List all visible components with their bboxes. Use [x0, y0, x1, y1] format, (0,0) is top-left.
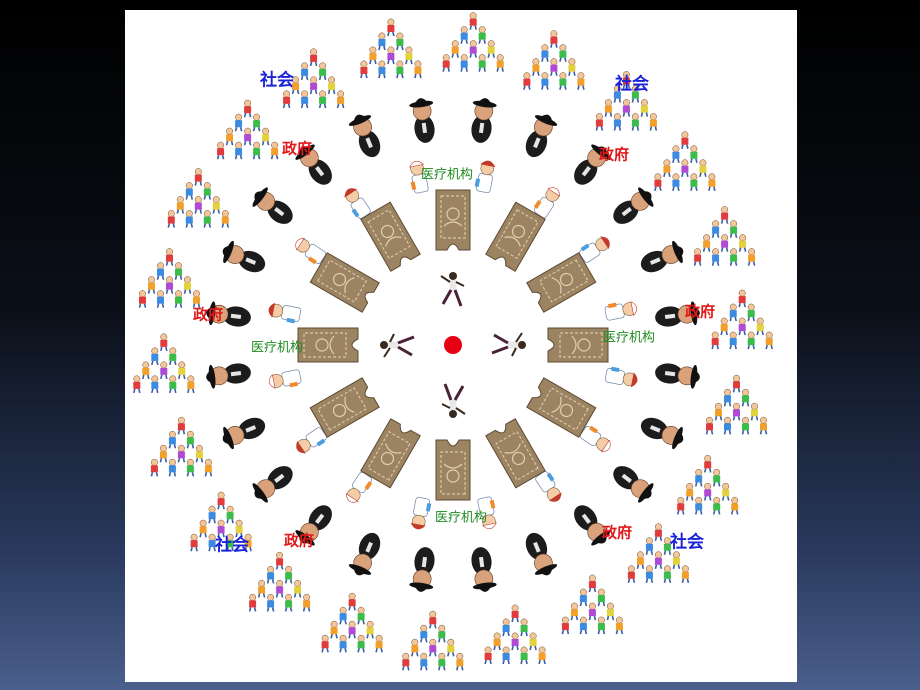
carved-tablet-icon [526, 377, 597, 438]
carved-tablet-icon [435, 189, 471, 251]
official-figure-icon [574, 144, 611, 185]
official-figure-icon [471, 98, 497, 143]
label-society-bottom-left: 社会 [215, 535, 249, 556]
people-pyramid-icon [321, 592, 383, 653]
carved-tablet-icon [297, 327, 359, 363]
official-figure-icon [409, 98, 435, 143]
official-figure-icon [471, 547, 497, 592]
medical-worker-icon [409, 160, 429, 194]
official-figure-icon [613, 187, 654, 224]
carved-tablet-icon [435, 439, 471, 501]
medical-worker-icon [579, 236, 610, 263]
people-pyramid-icon [484, 604, 546, 665]
label-government-4: 政府 [684, 302, 716, 321]
people-pyramid-icon [282, 48, 345, 109]
official-figure-icon [252, 466, 293, 503]
official-figure-icon [295, 505, 332, 546]
people-pyramid-icon [711, 289, 773, 350]
concentric-diagram [133, 12, 773, 671]
carved-tablet-icon [485, 201, 546, 272]
official-figure-icon [640, 417, 684, 450]
medical-worker-icon [268, 369, 302, 389]
label-government-5: 政府 [283, 531, 315, 550]
carved-tablet-icon [526, 252, 597, 313]
medical-worker-icon [604, 301, 638, 321]
medical-worker-icon [579, 425, 611, 453]
medical-worker-icon [344, 188, 371, 219]
label-society-top-right: 社会 [615, 74, 649, 95]
people-pyramid-icon [676, 454, 739, 515]
people-pyramid-icon [167, 168, 230, 228]
medical-worker-icon [533, 187, 561, 219]
medical-worker-icon [345, 471, 373, 503]
dancer-icon [441, 383, 466, 418]
official-figure-icon [525, 532, 558, 576]
label-society-top-left: 社会 [260, 70, 294, 91]
carved-tablet-icon [360, 201, 421, 272]
center-dot [444, 336, 462, 354]
official-figure-icon [409, 547, 435, 592]
official-figure-icon [252, 187, 293, 224]
people-pyramid-icon [693, 206, 756, 266]
medical-worker-icon [535, 471, 562, 502]
label-medical-bottom: 医疗机构 [434, 510, 488, 526]
official-figure-icon [613, 466, 654, 503]
people-pyramid-icon [216, 99, 279, 160]
label-government-3: 政府 [192, 305, 224, 324]
people-pyramid-icon [523, 30, 585, 90]
dancer-icon [380, 333, 415, 358]
medical-worker-icon [295, 237, 327, 265]
people-pyramid-icon [561, 574, 624, 635]
people-pyramid-icon [402, 610, 464, 671]
people-pyramid-icon [150, 416, 213, 477]
diagram-slide: 社会 社会 社会 社会 政府 政府 政府 政府 政府 政府 医疗机构 医疗机构 … [125, 10, 797, 682]
official-figure-icon [206, 363, 251, 389]
official-figure-icon [655, 363, 700, 389]
official-figure-icon [295, 144, 332, 185]
label-government-1: 政府 [281, 139, 313, 158]
medical-worker-icon [268, 302, 302, 324]
label-medical-top: 医疗机构 [420, 167, 474, 183]
label-government-2: 政府 [598, 145, 630, 164]
label-society-bottom-right: 社会 [670, 532, 704, 553]
official-figure-icon [222, 417, 266, 450]
carved-tablet-icon [309, 252, 380, 313]
people-pyramid-icon [442, 12, 504, 72]
official-figure-icon [348, 114, 381, 158]
people-pyramid-icon [133, 333, 195, 394]
carved-tablet-icon [485, 418, 546, 489]
people-pyramid-icon [248, 551, 311, 612]
dancer-icon [491, 332, 526, 357]
official-figure-icon [206, 301, 251, 327]
carved-tablet-icon [360, 418, 421, 489]
official-figure-icon [525, 114, 558, 158]
official-figure-icon [574, 505, 611, 546]
people-pyramid-icon [138, 248, 201, 308]
people-pyramid-icon [595, 71, 658, 131]
label-medical-right: 医疗机构 [602, 330, 656, 346]
people-pyramid-icon [190, 491, 252, 552]
carved-tablet-icon [547, 327, 609, 363]
people-pyramid-icon [654, 131, 716, 191]
medical-worker-icon [296, 427, 327, 454]
official-figure-icon [222, 240, 266, 273]
medical-worker-icon [410, 496, 432, 530]
label-government-6: 政府 [601, 523, 633, 542]
medical-worker-icon [474, 160, 496, 194]
official-figure-icon [640, 240, 684, 273]
people-pyramid-icon [627, 523, 690, 583]
dancer-icon [440, 272, 465, 307]
official-figure-icon [655, 301, 700, 327]
people-pyramid-icon [705, 374, 768, 435]
people-pyramid-icon [360, 18, 422, 79]
medical-worker-icon [604, 366, 638, 388]
official-figure-icon [348, 532, 381, 576]
medical-worker-icon [477, 496, 497, 530]
label-medical-left: 医疗机构 [250, 340, 304, 356]
carved-tablet-icon [309, 377, 380, 438]
